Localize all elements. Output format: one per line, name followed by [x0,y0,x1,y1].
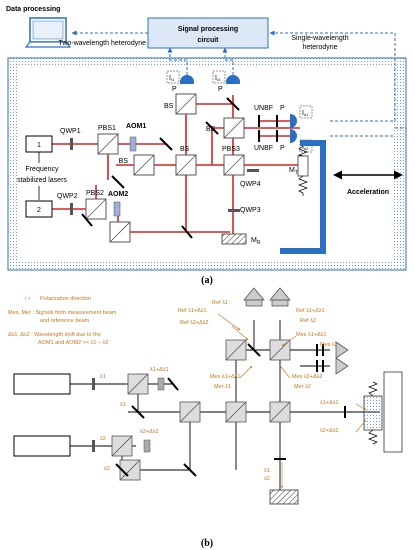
freq-lasers-line1: Frequency [25,166,59,173]
photodetector-2 [226,75,240,84]
is1-label: Is1 [302,110,309,117]
b-l1-down: λ1 [264,468,270,474]
b-l2-down: λ2 [264,476,270,482]
unbf-label-1: UNBF [254,105,273,112]
freq-lasers-line2: stabilized lasers [17,177,67,184]
single-wavelength-line2: heterodyne [302,44,337,51]
b-l1d-low: λ1 [120,402,126,408]
p-label-2: P [218,86,223,93]
svg-text:↕ •: ↕ • [24,296,30,302]
b-l2d: λ2+Δλ2 [140,429,159,435]
b-ref-l1-l1d: Ref λ1+Δλ1 [178,308,207,314]
b-l2-dl2: λ2+Δλ2 [320,428,339,434]
acceleration-label: Acceleration [347,189,389,196]
legend-mes-line2: and reference beam [40,318,90,324]
data-processing-label: Data processing [6,6,60,13]
b-ref-l1d: Ref λ1+Δλ1 [296,308,325,314]
mt-label: MT [289,167,298,176]
p-label-4: P [280,145,285,152]
signal-box-line2: circuit [197,37,219,44]
qwp4-label: QWP4 [240,181,261,188]
b-l1-dl1: λ1+Δλ1 [320,400,339,406]
p-label-3: P [280,105,285,112]
caption-b: (b) [201,538,213,549]
b-mes-l2: Mes λ2 [320,342,338,348]
aom2 [113,201,121,217]
legend-polarization: Polarization direction [40,296,91,302]
accelerometer-frame [280,140,326,254]
pbs1-label: PBS1 [98,125,116,132]
single-wavelength-line1: Single-wavelength [291,35,348,42]
laser-2-label: 2 [37,207,41,214]
b-mer-l1: Mer λ1 [214,384,231,390]
aom1 [129,136,137,152]
qwp2 [70,203,73,215]
qwp2-label: QWP2 [57,193,78,200]
mirror-mr [221,233,247,245]
photodetector-1 [180,75,194,84]
qwp3-label: QWP3 [240,207,261,214]
laser-1-label: 1 [37,142,41,149]
b-mes-l2-l2d: Mes λ2+Δλ2 [292,374,322,380]
photodetector-4 [290,129,297,143]
b-lambda2: λ2 [100,436,106,442]
aom1-label: AOM1 [126,123,146,130]
unbf-label-2: UNBF [254,145,273,152]
b-mes-l1-l1d: Mes λ1+Δλ1 [296,332,326,338]
two-wavelength-label: Two-wavelength heterodyne [58,40,146,47]
bs-label-1: BS [119,158,129,165]
b-ref-l1: Ref λ1 [212,300,228,306]
pbs2 [85,198,107,220]
bs-label-4: BS [206,126,216,133]
is2-label: Is2 [302,144,309,151]
accelerometer-b [363,395,383,431]
panel-b: ↕ • Polarization direction Mes, Mer : Si… [8,287,403,549]
b-ref-l2-l2d: Ref λ2+Δλ2 [180,320,209,326]
qwp1-label: QWP1 [60,128,81,135]
pbs1 [97,133,119,155]
signal-box-line1: Signal processing [178,26,238,33]
b-l2-low: λ2 [104,466,110,472]
laser-1-b [13,373,71,395]
cubes-b [111,339,291,481]
signal-processing-box [147,17,269,49]
detector-b-3 [335,341,349,359]
laser-2 [25,200,53,218]
photodetector-3 [290,114,297,128]
aom2-label: AOM2 [108,191,128,198]
detector-b-4 [335,357,349,375]
ir2-label: Ir2 [215,75,221,82]
bs-label-2: BS [180,146,190,153]
detector-b-2 [269,287,291,307]
ir1-label: Ir1 [169,75,175,82]
pbs2-label: PBS2 [86,190,104,197]
b-l1d-top: λ1+Δλ1 [150,367,169,373]
b-mer-l2: Mer λ2 [294,384,311,390]
detector-b-1 [243,287,265,307]
pbs3-label: PBS3 [222,146,240,153]
legend-delta-line2: AOM1 and AOM2 << λ1 − λ2 [38,340,108,346]
panel-a: Data processing Signal processing circui… [6,6,407,286]
mirror-r-b [269,489,299,505]
computer-icon [24,17,72,48]
qwp3 [228,209,240,212]
laser-2-b [13,435,71,457]
mirror-mt [297,155,309,177]
qwp4 [247,169,259,172]
legend-delta-line1: Δλ1, Δλ2 : Wavelength shift due to the [8,332,101,338]
legend-mes-line1: Mes, Mer : Signals from measurement beam [8,310,117,316]
b-lambda1: λ1 [100,374,106,380]
p-label-1: P [172,86,177,93]
bs-label-3: BS [164,103,174,110]
mr-label: MR [251,237,261,246]
b-ref-l2: Ref λ2 [300,318,316,324]
caption-a: (a) [201,275,213,286]
qwp1 [70,138,73,150]
b-mes-l1: Mes λ1+Δλ1 [210,374,240,380]
